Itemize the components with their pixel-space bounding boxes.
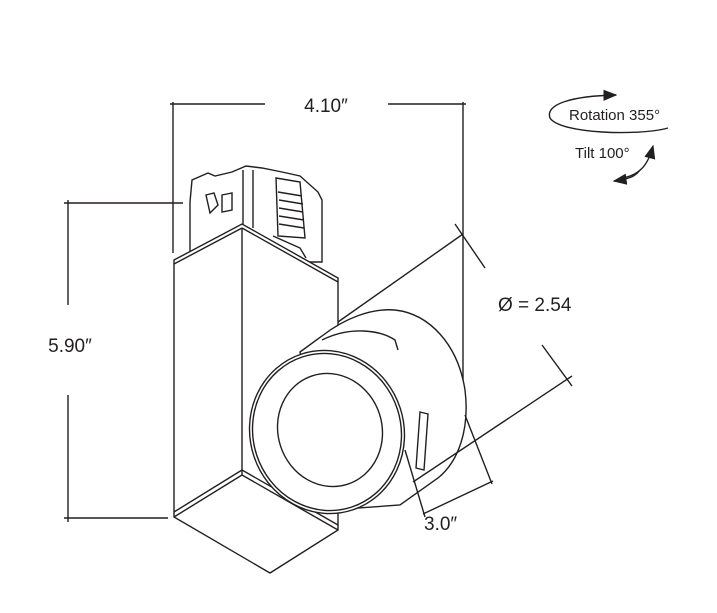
width-label: 4.10″: [304, 96, 348, 117]
height-dimension: 5.90″: [48, 200, 183, 522]
diameter-dimension: Ø = 2.54: [337, 223, 573, 483]
adjustment-indicator: Rotation 355° Tilt 100°: [548, 89, 669, 185]
length-label: 3.0″: [424, 514, 457, 535]
height-label: 5.90″: [48, 336, 92, 357]
width-dimension: 4.10″: [170, 96, 466, 382]
rotation-arrow-icon: [548, 89, 669, 134]
rotation-label: Rotation 355°: [569, 107, 660, 124]
tilt-arrow-down-icon: [612, 169, 641, 185]
diameter-label: Ø = 2.54: [498, 295, 572, 316]
lens-head: [248, 309, 467, 515]
length-dimension: 3.0″: [404, 414, 494, 535]
tilt-label: Tilt 100°: [575, 145, 630, 162]
